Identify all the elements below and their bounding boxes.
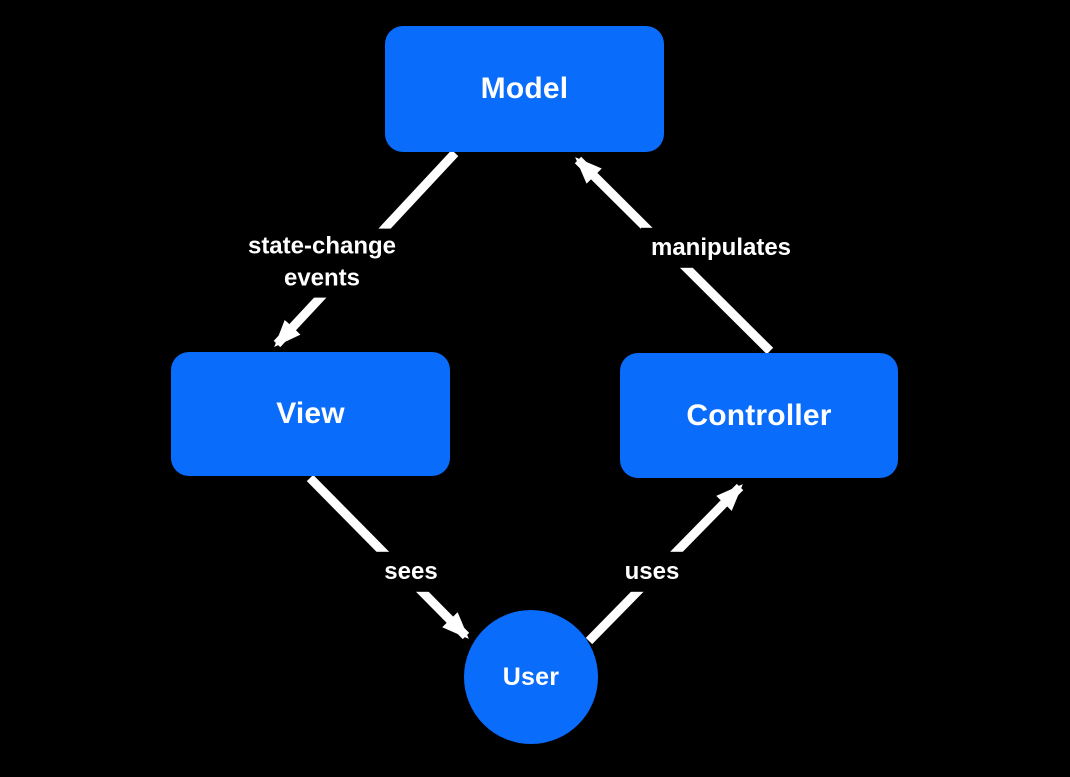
node-view-label: View [276,397,345,430]
node-controller: Controller [620,353,898,478]
node-model-label: Model [480,72,569,105]
edge-label-sees: sees [374,551,448,593]
node-model: Model [385,26,664,152]
node-controller-label: Controller [686,398,832,432]
node-user: User [464,610,598,744]
edge-label-uses: uses [614,551,690,593]
edge-label-state-change-events: state-change events [221,228,423,298]
node-user-label: User [502,662,560,691]
node-view: View [171,352,450,476]
edge-label-manipulates: manipulates [640,227,802,269]
